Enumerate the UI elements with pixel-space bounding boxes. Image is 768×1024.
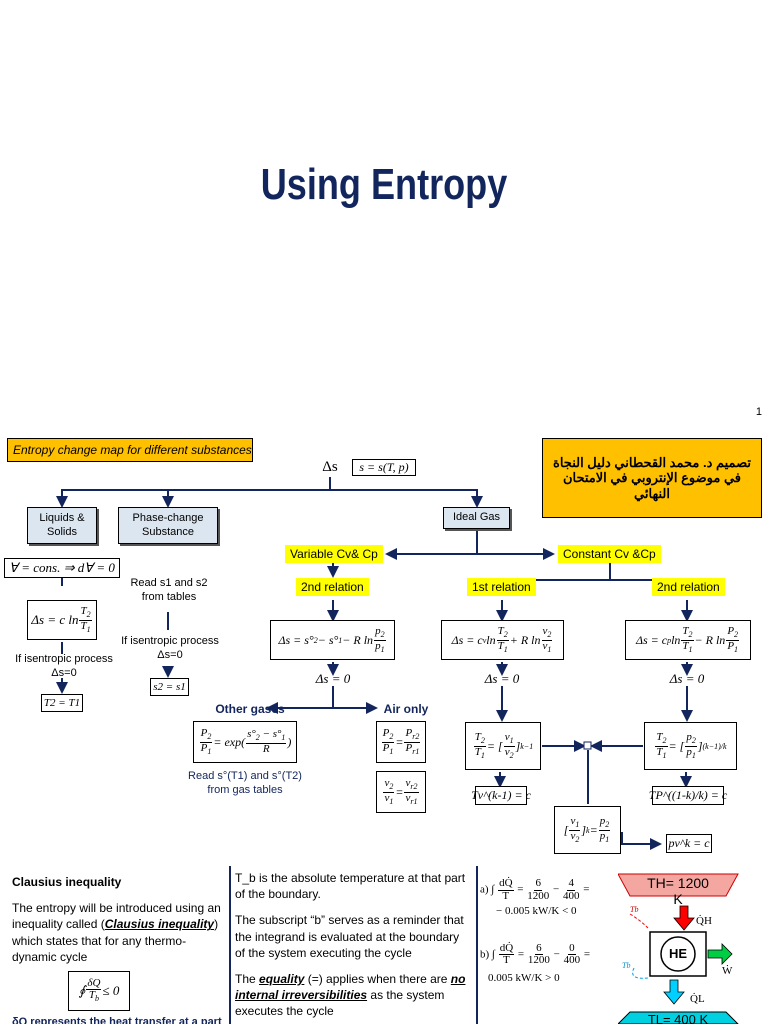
no-irreversibilities-term: no internal irreversibilities: [235, 971, 466, 1003]
boundary-column: T_b is the absolute temperature at that …: [235, 862, 471, 1024]
heat-engine-diagram: Q̇H Ẇ Q̇L Tb Tb: [618, 873, 739, 1024]
equality-text-part2: (=) applies when there are: [304, 971, 451, 986]
clausius-text-part2: ) which states that for any thermo-dynam…: [12, 917, 219, 964]
delta-s-symbol: Δs: [322, 459, 338, 475]
svg-text:Ẇ: Ẇ: [722, 965, 733, 977]
delta-q-text: δQ represents the heat transfer at a par…: [12, 1015, 222, 1024]
arabic-note: تصميم د. محمد القحطاني دليل النجاة في مو…: [542, 438, 762, 518]
svg-text:Tb: Tb: [630, 905, 638, 914]
title-slide: Using Entropy 1: [0, 0, 768, 430]
subscript-description: The subscript “b” serves as a reminder t…: [235, 913, 464, 960]
svg-text:Q̇H: Q̇H: [696, 915, 712, 927]
equality-text-part1: The: [235, 971, 260, 986]
tv-constant-box: Tv^(k-1) = c: [471, 786, 531, 805]
clausius-description: The entropy will be introduced using an …: [12, 900, 224, 965]
clausius-section: Clausius inequality The entropy will be …: [0, 862, 768, 1024]
phase-change-box: Phase-change Substance: [118, 507, 218, 544]
variable-cv-cp-label: Variable Cv& Cp: [285, 545, 383, 563]
s2-equals-s1: s2 = s1: [150, 678, 189, 696]
delta-q-note: δQ represents the heat transfer at a par…: [12, 1015, 224, 1024]
tb-description: T_b is the absolute temperature at that …: [235, 871, 466, 902]
tp-constant-box: TP^((1-k)/k) = c: [649, 786, 727, 805]
map-header-label: Entropy change map for different substan…: [7, 438, 253, 462]
read-s-tables-note: Read s1 and s2 from tables: [130, 577, 208, 604]
page-number: 1: [755, 406, 762, 418]
read-gas-tables-note: Read s°(T1) and s°(T2) from gas tables: [188, 770, 302, 797]
phase-isentropic-note: If isentropic process Δs=0: [121, 635, 219, 662]
other-gases-label: Other gases: [215, 702, 285, 716]
second-relation-constant: 2nd relation: [652, 578, 725, 596]
liquids-solids-box: Liquids & Solids: [27, 507, 97, 544]
liquid-isentropic-note: If isentropic process Δs=0: [15, 653, 113, 680]
first-relation-constant: 1st relation: [467, 578, 536, 596]
air-only-label: Air only: [383, 702, 429, 716]
clausius-term: Clausius inequality: [104, 917, 215, 932]
s-function-box: s = s(T, p): [352, 459, 416, 476]
t2-equals-t1: T2 = T1: [41, 694, 83, 712]
hot-reservoir-label: TH= 1200 K: [647, 875, 709, 907]
pv-constant-box: pv^k = c: [666, 834, 712, 853]
example-a-result: − 0.005 kW/K < 0: [496, 905, 577, 918]
column-divider-left: [229, 866, 231, 1024]
clausius-title: Clausius inequality: [12, 875, 122, 889]
connector-lines: [56, 477, 693, 850]
second-relation-variable: 2nd relation: [296, 578, 369, 596]
second-ds-zero: Δs = 0: [669, 671, 705, 686]
ideal-gas-box: Ideal Gas: [443, 507, 510, 529]
equality-term: equality: [259, 971, 305, 986]
clausius-text-part1: The entropy will be introduced using an …: [12, 901, 221, 932]
entropy-map: Entropy change map for different substan…: [0, 430, 768, 860]
variable-ds-zero: Δs = 0: [315, 671, 351, 686]
equality-description: The equality (=) applies when there are …: [235, 971, 471, 1020]
constant-cv-cp-label: Constant Cv &Cp: [558, 545, 661, 563]
clausius-column: Clausius inequality The entropy will be …: [12, 862, 224, 1024]
first-ds-zero: Δs = 0: [484, 671, 520, 686]
slide-title: Using Entropy: [260, 160, 508, 209]
svg-text:Q̇L: Q̇L: [690, 993, 705, 1005]
equality-text-part3: as the system executes the cycle: [235, 988, 445, 1019]
heat-engine-label: HE: [668, 946, 688, 961]
svg-text:Tb: Tb: [622, 961, 630, 970]
liquid-volume-condition: ∀ = cons. ⇒ d∀ = 0: [4, 558, 120, 578]
column-divider-right: [476, 866, 478, 1024]
cold-reservoir-label: TL= 400 K: [647, 1012, 709, 1024]
example-b-result: 0.005 kW/K > 0: [488, 972, 560, 985]
